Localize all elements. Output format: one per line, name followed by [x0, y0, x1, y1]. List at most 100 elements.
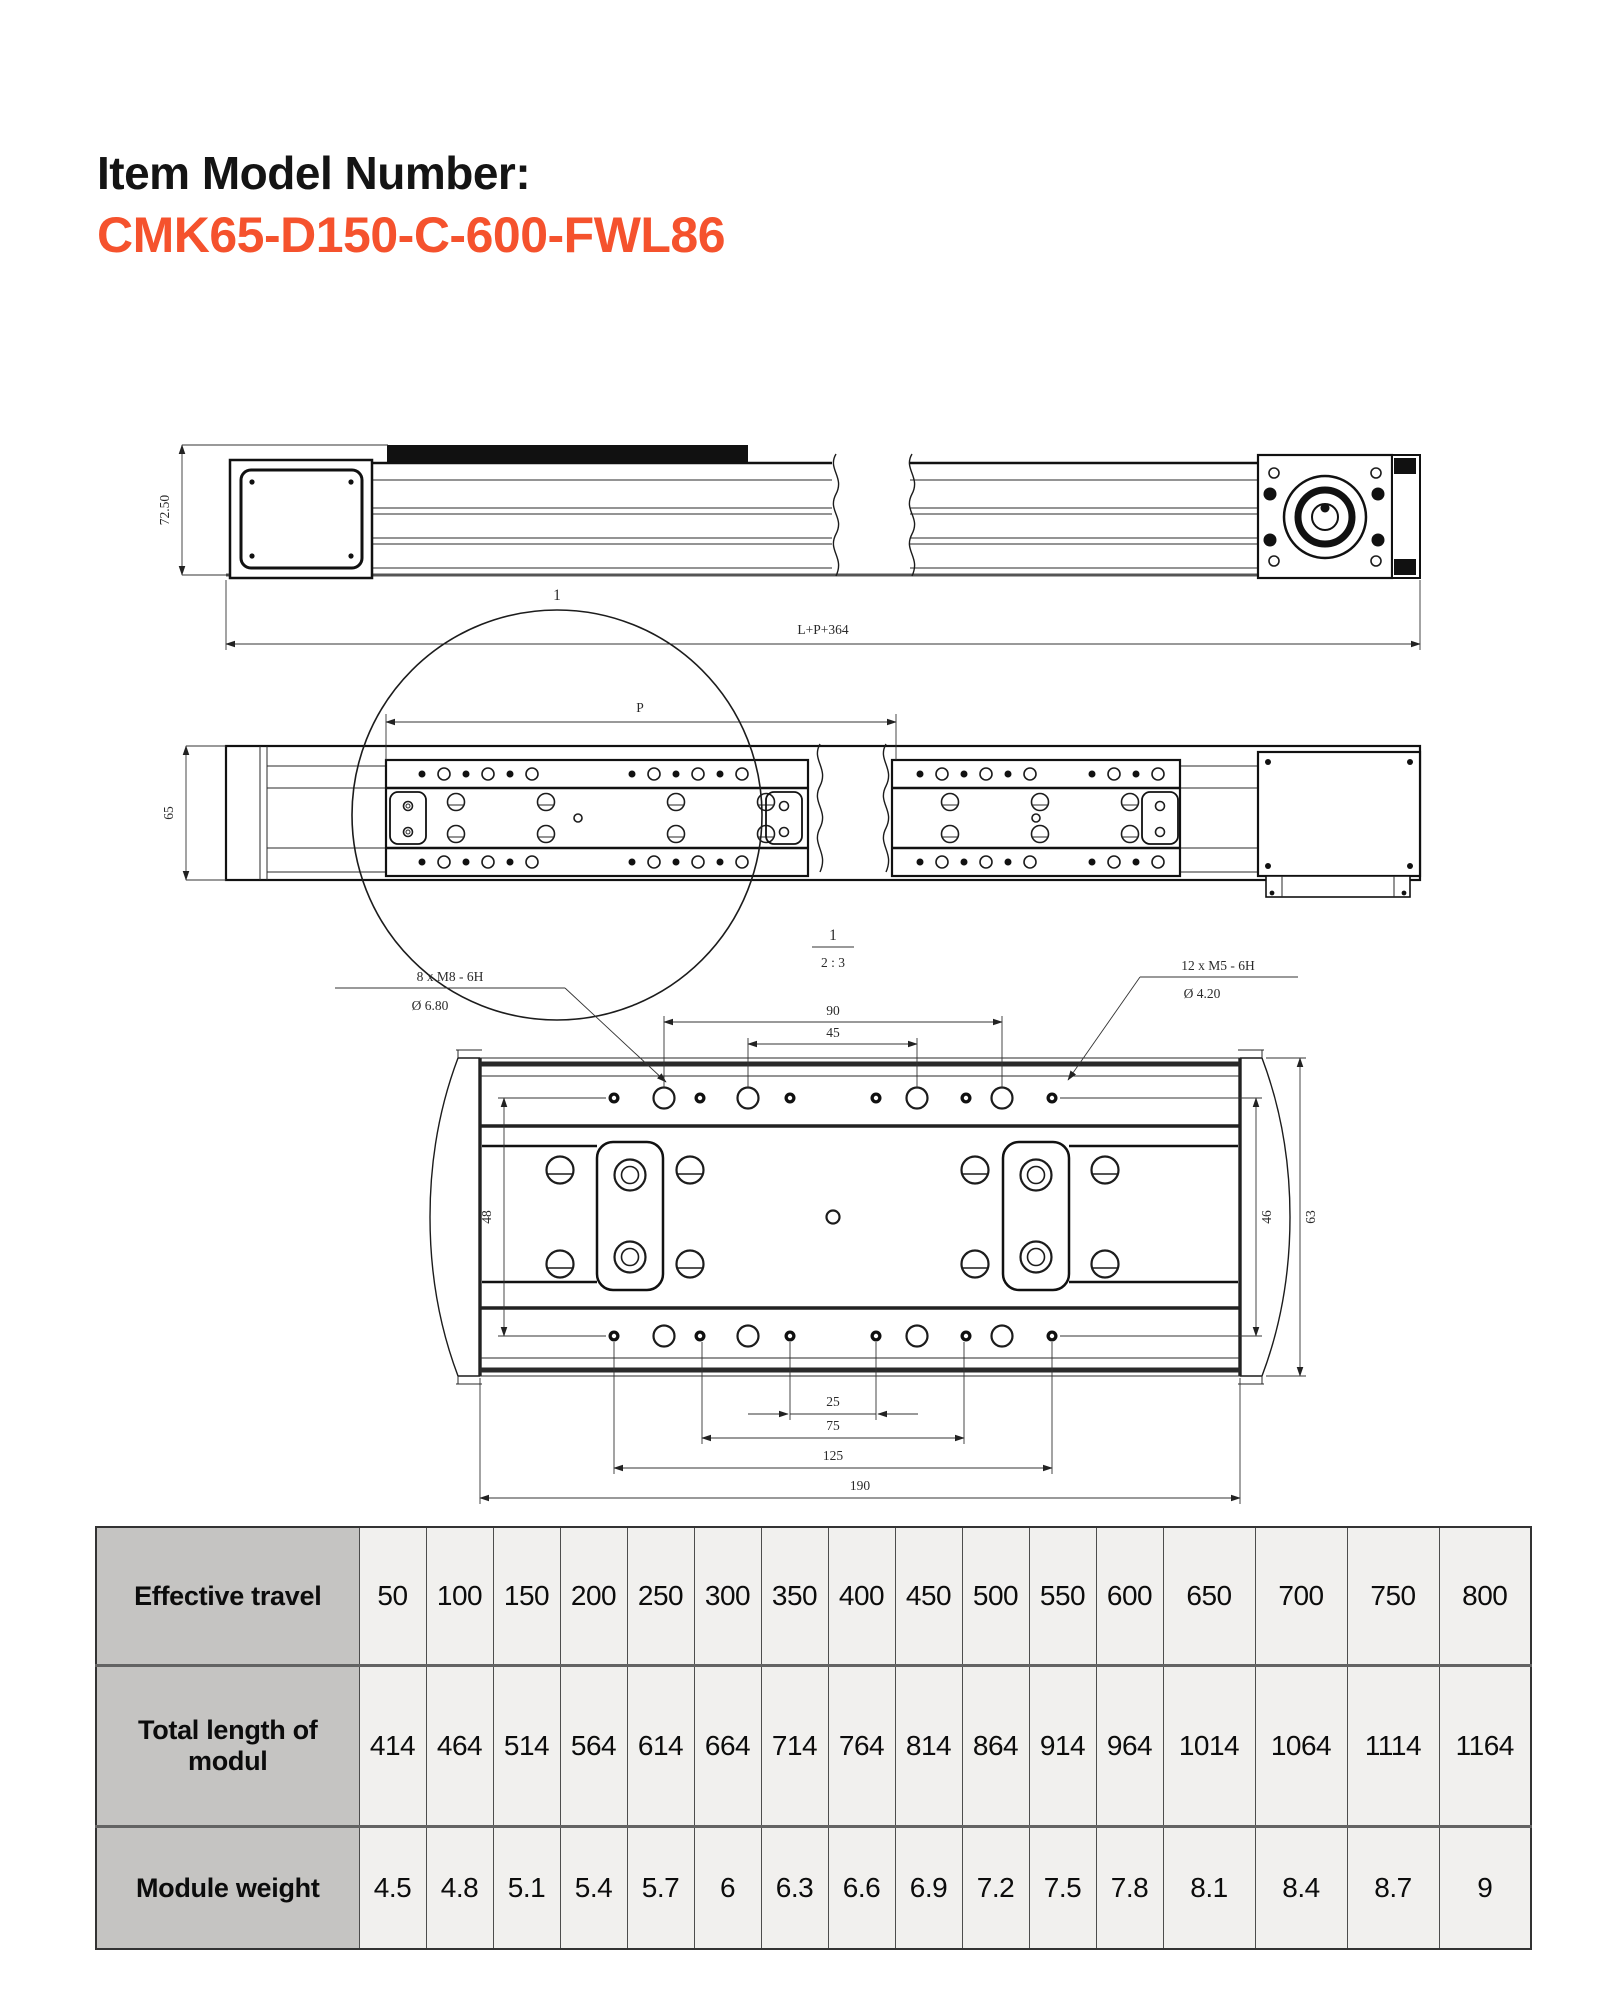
spec-value: 750: [1346, 1526, 1440, 1666]
counterbore-rows: [545, 1155, 1120, 1279]
spec-value: 200: [559, 1526, 628, 1666]
linear-module-drawing: 72.50 1 L+P+364: [157, 444, 1422, 1504]
spec-value: 8.7: [1346, 1825, 1440, 1950]
carriage-top-strip: [387, 445, 748, 464]
spec-value: 764: [827, 1664, 896, 1827]
motor-flange-side: [1256, 453, 1421, 580]
dim-45: 45: [747, 1025, 918, 1088]
carriage-plate-left: [384, 758, 810, 878]
spec-value: 7.5: [1028, 1825, 1097, 1950]
side-view: 72.50 1 L+P+364: [157, 444, 1421, 650]
spec-value: 150: [492, 1526, 561, 1666]
dim-65: 65: [161, 745, 226, 881]
spec-value: 7.8: [1095, 1825, 1164, 1950]
dim-label-25: 25: [826, 1394, 840, 1409]
spec-value: 714: [760, 1664, 829, 1827]
dim-46: 46: [1060, 1097, 1274, 1337]
row-label: Module weight: [95, 1825, 360, 1950]
spec-value: 6.9: [894, 1825, 963, 1950]
spec-value: 814: [894, 1664, 963, 1827]
break-line: [832, 453, 840, 577]
spec-row-module-weight: Module weight 4.5 4.8 5.1 5.4 5.7 6 6.3 …: [95, 1825, 1532, 1950]
spec-value: 4.8: [425, 1825, 494, 1950]
dim-label-125: 125: [823, 1448, 844, 1463]
spec-row-effective-travel: Effective travel 50 100 150 200 250 300 …: [95, 1526, 1532, 1666]
spec-value: 6.3: [760, 1825, 829, 1950]
detail-callout-circle: [351, 609, 763, 1021]
spec-value: 400: [827, 1526, 896, 1666]
spec-value: 664: [693, 1664, 762, 1827]
spec-value: 100: [425, 1526, 494, 1666]
dim-label-45: 45: [826, 1025, 840, 1040]
center-hole: [825, 1209, 841, 1225]
spec-value: 864: [961, 1664, 1030, 1827]
spec-value: 650: [1162, 1526, 1256, 1666]
spec-value: 964: [1095, 1664, 1164, 1827]
end-block-top: [1256, 750, 1422, 898]
dim-label-total-length: L+P+364: [797, 622, 848, 637]
right-bracket: [1001, 1140, 1238, 1292]
spec-value: 1164: [1438, 1664, 1532, 1827]
spec-value: 600: [1095, 1526, 1164, 1666]
note-m8-spec: 8 x M8 - 6H: [417, 969, 484, 984]
spec-value: 914: [1028, 1664, 1097, 1827]
spec-value: 414: [358, 1664, 427, 1827]
model-number: CMK65-D150-C-600-FWL86: [97, 207, 726, 264]
spec-value: 5.1: [492, 1825, 561, 1950]
detail-view: 8 x M8 - 6H Ø 6.80 12 x M5 - 6H Ø 4.20 9…: [335, 958, 1318, 1504]
spec-value: 500: [961, 1526, 1030, 1666]
spec-value: 250: [626, 1526, 695, 1666]
spec-table: Effective travel 50 100 150 200 250 300 …: [95, 1526, 1532, 1950]
note-m5: 12 x M5 - 6H Ø 4.20: [1067, 958, 1298, 1081]
top-view: 65 P: [161, 609, 1422, 1021]
spec-value: 700: [1254, 1526, 1348, 1666]
spec-value: 6.6: [827, 1825, 896, 1950]
technical-drawing: 72.50 1 L+P+364: [120, 430, 1480, 1520]
spec-value: 5.4: [559, 1825, 628, 1950]
dim-125: 125: [613, 1342, 1053, 1474]
spec-value: 8.1: [1162, 1825, 1256, 1950]
dim-label-63: 63: [1303, 1210, 1318, 1224]
dim-label-height: 72.50: [157, 495, 172, 526]
detail-scale-label: 2 : 3: [821, 955, 845, 970]
hole-row-top: [418, 767, 749, 781]
dim-P: P: [385, 700, 897, 760]
dim-label-190: 190: [850, 1478, 871, 1493]
row-label: Effective travel: [95, 1526, 360, 1666]
detail-callout-label: 1: [553, 587, 561, 604]
mount-hole-row-bottom: [608, 1324, 1058, 1348]
note-m5-spec: 12 x M5 - 6H: [1181, 958, 1255, 973]
dim-48: 48: [479, 1097, 606, 1337]
spec-value: 1014: [1162, 1664, 1256, 1827]
dim-75: 75: [701, 1342, 965, 1444]
dim-label-46: 46: [1259, 1210, 1274, 1224]
center-hole: [1031, 813, 1041, 823]
spec-value: 450: [894, 1526, 963, 1666]
page-title: Item Model Number:: [97, 147, 531, 199]
dim-total-length: L+P+364: [225, 580, 1421, 650]
spec-value: 9: [1438, 1825, 1532, 1950]
carriage-plate-right: [890, 758, 1182, 878]
hole-row-top: [916, 767, 1165, 781]
counterbore-holes: [940, 792, 1140, 844]
note-m8-diameter: Ø 6.80: [412, 998, 449, 1013]
dim-190: 190: [479, 1378, 1241, 1504]
dim-72-50: 72.50: [157, 444, 388, 576]
break-line: [882, 743, 890, 873]
end-cap-side: [228, 458, 374, 580]
bearing-outer-circle: [1282, 474, 1368, 560]
header-block: Item Model Number: CMK65-D150-C-600-FWL8…: [97, 146, 726, 265]
hole-row-bottom: [916, 855, 1165, 869]
row-label: Total length of modul: [95, 1664, 360, 1827]
spec-value: 300: [693, 1526, 762, 1666]
spec-value: 1064: [1254, 1664, 1348, 1827]
spec-value: 550: [1028, 1526, 1097, 1666]
spec-value: 564: [559, 1664, 628, 1827]
dim-25: 25: [748, 1342, 918, 1420]
spec-value: 514: [492, 1664, 561, 1827]
spec-value: 6: [693, 1825, 762, 1950]
dim-label-48: 48: [479, 1210, 494, 1224]
dim-63: 63: [1266, 1057, 1318, 1377]
spec-value: 4.5: [358, 1825, 427, 1950]
